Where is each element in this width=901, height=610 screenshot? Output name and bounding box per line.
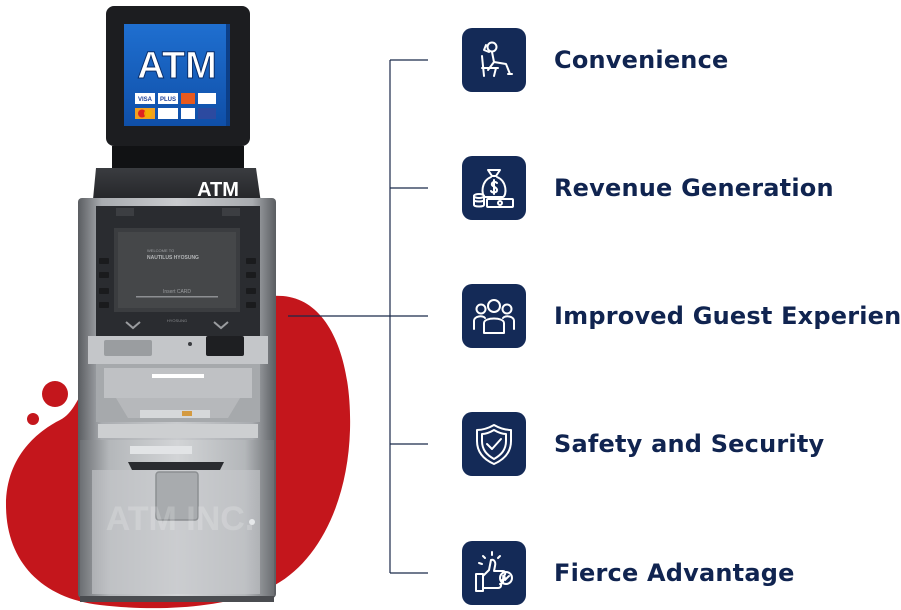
atm-side-buttons [99,258,256,308]
atm-cash-dispenser [155,471,199,521]
red-dot-small [27,413,39,425]
shield-check-icon [462,412,526,476]
feature-label: Improved Guest Experience [554,302,901,330]
feature-label: Convenience [554,46,729,74]
atm-brand-label: HYOSUNG [167,318,187,323]
card-logos: VISA PLUS [135,93,216,119]
atm-screen-line2: NAUTILUS HYOSUNG [147,255,199,261]
feature-convenience: Convenience [462,28,729,92]
atm-screen-line1: WELCOME TO [147,248,174,253]
feature-improved-guest-experience: Improved Guest Experience [462,284,901,348]
feature-label: Revenue Generation [554,174,834,202]
group-people-icon [462,284,526,348]
feature-fierce-advantage: Fierce Advantage [462,541,795,605]
feature-label: Safety and Security [554,430,825,458]
red-dot-large [42,381,68,407]
thumbs-up-icon [462,541,526,605]
feature-label: Fierce Advantage [554,559,795,587]
feature-safety-and-security: Safety and Security [462,412,824,476]
money-bag-icon [462,156,526,220]
atm-topper-title: ATM [137,45,217,87]
atm-card-reader [206,336,244,356]
person-relaxing-icon [462,28,526,92]
feature-revenue-generation: Revenue Generation [462,156,834,220]
svg-text:VISA: VISA [138,97,153,103]
atm-receipt-slot [104,340,152,356]
atm-watermark: ATM INC. [106,500,255,538]
atm-header-title: ATM [197,179,239,201]
atm-screen-prompt: Insert CARD [163,289,191,295]
svg-text:PLUS: PLUS [160,97,176,103]
